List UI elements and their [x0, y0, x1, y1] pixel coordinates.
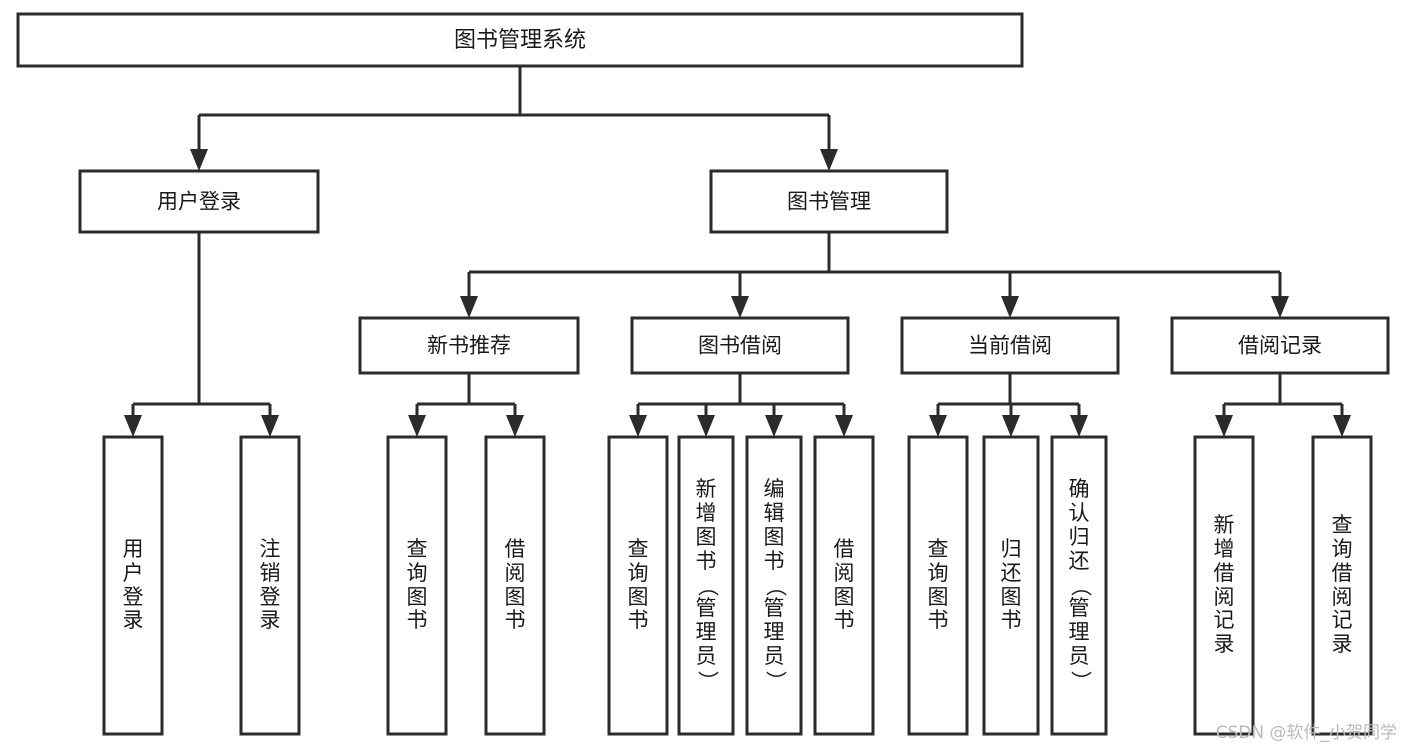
node-box-leaf5[interactable] — [607, 435, 669, 736]
node-leaf3[interactable] — [386, 435, 448, 736]
node-leaf7[interactable] — [745, 435, 803, 736]
node-box-leaf4[interactable] — [484, 435, 546, 736]
node-box-bookmgmt[interactable] — [709, 169, 949, 234]
node-box-leaf12[interactable] — [1193, 435, 1255, 736]
arrow-head — [765, 415, 783, 437]
arrow-head — [1070, 415, 1088, 437]
connector-current — [929, 373, 1088, 437]
node-box-leaf8[interactable] — [813, 435, 875, 736]
node-newbook[interactable]: 新书推荐 — [358, 316, 580, 375]
connector-bookmgmt — [460, 232, 1289, 318]
node-box-leaf2[interactable] — [239, 435, 301, 736]
node-bookmgmt[interactable]: 图书管理 — [709, 169, 949, 234]
arrow-head — [190, 149, 208, 171]
connector-newbook — [408, 373, 524, 437]
arrow-head — [1271, 296, 1289, 318]
arrow-head — [697, 415, 715, 437]
node-borrow[interactable]: 图书借阅 — [630, 316, 850, 375]
watermark-text: CSDN @软件_小贺同学 — [1215, 723, 1397, 743]
node-box-records[interactable] — [1170, 316, 1390, 375]
node-box-current[interactable] — [900, 316, 1120, 375]
arrow-head — [629, 415, 647, 437]
node-leaf10[interactable] — [982, 435, 1040, 736]
arrow-head — [1333, 415, 1351, 437]
connector-records — [1215, 373, 1351, 437]
node-leaf2[interactable] — [239, 435, 301, 736]
arrow-head — [124, 415, 142, 437]
arrow-head — [506, 415, 524, 437]
node-label-newbook: 新书推荐 — [427, 334, 511, 358]
node-leaf11[interactable] — [1050, 435, 1108, 736]
arrow-head — [460, 296, 478, 318]
node-records[interactable]: 借阅记录 — [1170, 316, 1390, 375]
node-box-leaf9[interactable] — [907, 435, 969, 736]
node-leaf9[interactable] — [907, 435, 969, 736]
node-leaf6[interactable] — [677, 435, 735, 736]
node-label-bookmgmt: 图书管理 — [787, 190, 871, 214]
node-box-borrow[interactable] — [630, 316, 850, 375]
arrow-head — [731, 296, 749, 318]
node-label-records: 借阅记录 — [1238, 334, 1322, 358]
node-box-leaf11[interactable] — [1050, 435, 1108, 736]
node-login[interactable]: 用户登录 — [78, 169, 320, 234]
node-label-current: 当前借阅 — [968, 334, 1052, 358]
node-box-leaf7[interactable] — [745, 435, 803, 736]
connector-layer — [124, 66, 1351, 437]
node-box-login[interactable] — [78, 169, 320, 234]
node-box-newbook[interactable] — [358, 316, 580, 375]
arrow-head — [835, 415, 853, 437]
connector-root — [190, 66, 838, 171]
node-root[interactable]: 图书管理系统 — [16, 12, 1024, 68]
arrow-head — [261, 415, 279, 437]
node-box-leaf10[interactable] — [982, 435, 1040, 736]
node-leaf5[interactable] — [607, 435, 669, 736]
node-current[interactable]: 当前借阅 — [900, 316, 1120, 375]
connector-borrow — [629, 373, 853, 437]
arrow-head — [929, 415, 947, 437]
arrow-head — [1215, 415, 1233, 437]
node-box-leaf6[interactable] — [677, 435, 735, 736]
node-label-login: 用户登录 — [157, 190, 241, 214]
node-box-leaf1[interactable] — [102, 435, 164, 736]
arrow-head — [820, 149, 838, 171]
arrow-head — [408, 415, 426, 437]
node-leaf4[interactable] — [484, 435, 546, 736]
node-leaf12[interactable] — [1193, 435, 1255, 736]
node-box-leaf3[interactable] — [386, 435, 448, 736]
node-leaf13[interactable] — [1311, 435, 1373, 736]
node-label-root: 图书管理系统 — [454, 28, 586, 53]
arrow-head — [1002, 415, 1020, 437]
node-box-root[interactable] — [16, 12, 1024, 68]
node-label-borrow: 图书借阅 — [698, 334, 782, 358]
connector-login — [124, 232, 279, 437]
arrow-head — [1001, 296, 1019, 318]
node-leaf8[interactable] — [813, 435, 875, 736]
node-box-leaf13[interactable] — [1311, 435, 1373, 736]
node-leaf1[interactable] — [102, 435, 164, 736]
